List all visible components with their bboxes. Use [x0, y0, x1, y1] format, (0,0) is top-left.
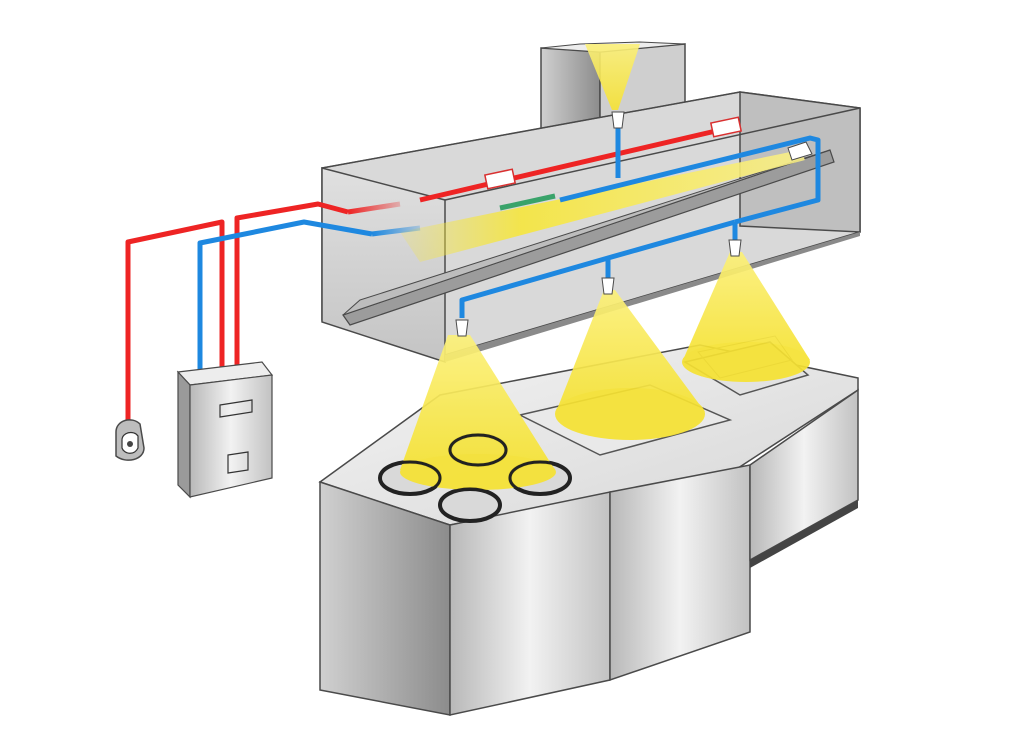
cabinet-access-door [227, 451, 249, 474]
filter-nozzle [787, 141, 813, 161]
cabinet-display [219, 399, 253, 418]
spray-cone-griddle [556, 290, 705, 412]
nozzle-icon [455, 111, 742, 337]
spray-cone-fryer [683, 252, 810, 360]
grease-filter [342, 141, 835, 326]
duct-spray-cone [585, 44, 640, 110]
heat-detector-1 [483, 168, 517, 190]
burner-rims [378, 433, 572, 523]
manual-pull-station [115, 419, 145, 461]
detection-line [125, 127, 721, 425]
spray-cone-range [400, 335, 555, 470]
filter-spray-stripe [400, 150, 805, 262]
agent-distribution-line [197, 128, 821, 372]
control-cabinet [176, 361, 274, 499]
heat-detector-2 [709, 116, 743, 138]
spray-cones [400, 252, 810, 490]
